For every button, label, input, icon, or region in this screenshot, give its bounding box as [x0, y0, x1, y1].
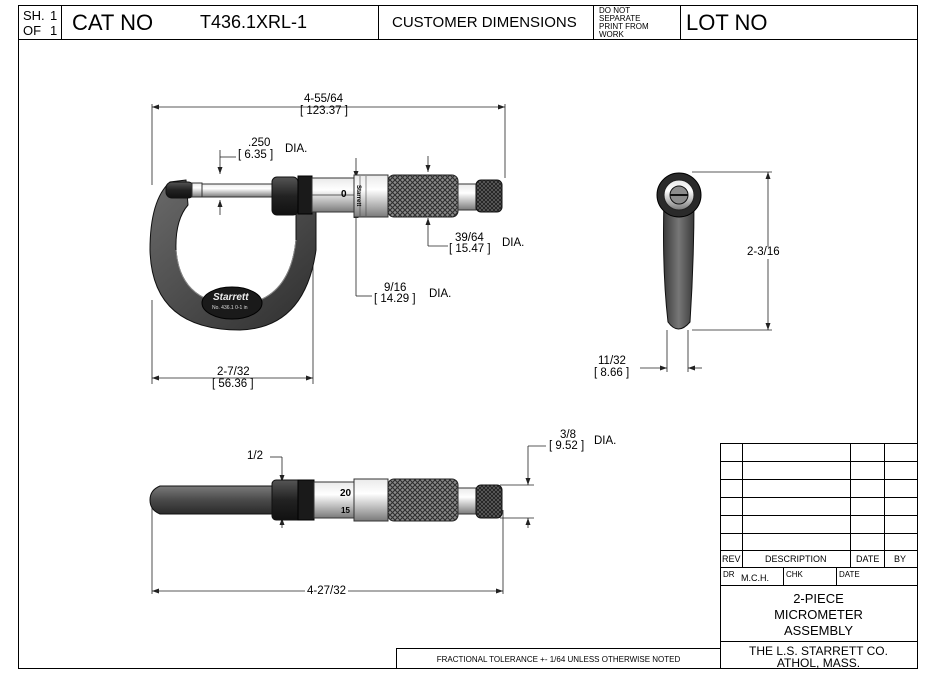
overall-length-metric: 123.37	[306, 105, 342, 117]
frame-width-frac: 2-7/32	[217, 366, 250, 378]
ratchet-dia-frac: 3/8	[560, 429, 576, 441]
notice-line-4: WORK	[599, 30, 624, 39]
date-label: DATE	[839, 570, 860, 579]
spindle-dia-suffix: DIA.	[285, 143, 308, 155]
notice-line-1: DO NOT	[599, 6, 631, 15]
spindle-dia-metric: 6.35	[244, 149, 267, 161]
side-thickness-metric: 8.66	[600, 367, 623, 379]
of-label: OF	[23, 23, 42, 38]
tolerance-note: FRACTIONAL TOLERANCE +- 1/64 UNLESS OTHE…	[436, 655, 681, 664]
frame-brand-mark: Starrett	[213, 292, 249, 303]
side-height-frac: 2-3/16	[747, 246, 780, 259]
micrometer-bottom-view	[149, 478, 503, 522]
sheet-number: 1	[50, 8, 58, 23]
ratchet-dia-metric-row: [ 9.52 ]	[549, 440, 585, 452]
thimble-dia-frac: 39/64	[455, 232, 484, 244]
thimble-digit-b: 15	[341, 506, 350, 515]
frame-thickness-frac: 1/2	[247, 450, 263, 462]
description-header: DESCRIPTION	[765, 554, 827, 564]
sleeve-brand-mark: Starrett	[355, 185, 361, 207]
bottom-length-frac: 4-27/32	[305, 585, 349, 598]
dr-label: DR	[723, 570, 735, 579]
of-number: 1	[50, 23, 58, 38]
thimble-dia-metric: 15.47	[455, 243, 485, 255]
notice-line-3: PRINT FROM	[599, 22, 649, 31]
sleeve-dia-suffix: DIA.	[429, 288, 452, 300]
sheet-label: SH.	[23, 8, 45, 23]
ratchet-dia-metric: 9.52	[555, 440, 578, 452]
spindle-dia-metric-row: [ 6.35 ]	[238, 149, 274, 161]
frame-width-metric: 56.36	[218, 378, 248, 390]
by-header: BY	[894, 554, 907, 564]
sleeve-dia-frac: 9/16	[384, 282, 407, 294]
sheet-border	[18, 5, 918, 669]
lot-no-label: LOT NO	[686, 10, 768, 35]
spindle-dia-frac: .250	[248, 137, 271, 149]
part-name-line-3: ASSEMBLY	[783, 623, 854, 638]
thimble-digit-a: 20	[340, 488, 352, 499]
overall-length-frac: 4-55/64	[304, 93, 344, 105]
sleeve-dia-metric: 14.29	[380, 293, 410, 305]
chk-label: CHK	[786, 570, 803, 579]
company-line-1: THE L.S. STARRETT CO.	[749, 644, 888, 658]
customer-dimensions: CUSTOMER DIMENSIONS	[392, 14, 577, 31]
cat-no-label: CAT NO	[72, 10, 154, 35]
side-thickness-metric-row: [ 8.66 ]	[594, 367, 630, 379]
dr-value: M.C.H.	[741, 573, 769, 583]
ratchet-dia-suffix: DIA.	[594, 435, 617, 447]
company-line-2: ATHOL, MASS.	[776, 656, 861, 670]
rev-header: REV	[722, 554, 741, 564]
overall-length-metric-row: [ 123.37 ]	[300, 105, 348, 117]
thimble-dia-metric-row: [ 15.47 ]	[449, 243, 491, 255]
frame-model-mark: No. 436.1 0-1 in	[212, 305, 248, 311]
micrometer-side-view	[656, 172, 702, 330]
notice-line-2: SEPARATE	[599, 14, 641, 23]
cat-no-value: T436.1XRL-1	[200, 12, 308, 32]
part-name-line-2: MICROMETER	[774, 607, 863, 622]
date-header: DATE	[856, 554, 880, 564]
frame-width-metric-row: [ 56.36 ]	[212, 378, 254, 390]
side-thickness-frac: 11/32	[598, 355, 626, 367]
micrometer-front-view	[149, 174, 503, 331]
thimble-dia-suffix: DIA.	[502, 237, 525, 249]
sleeve-dia-metric-row: [ 14.29 ]	[374, 293, 416, 305]
thimble-digit-top: 0	[341, 189, 347, 200]
part-name-line-1: 2-PIECE	[793, 591, 844, 606]
